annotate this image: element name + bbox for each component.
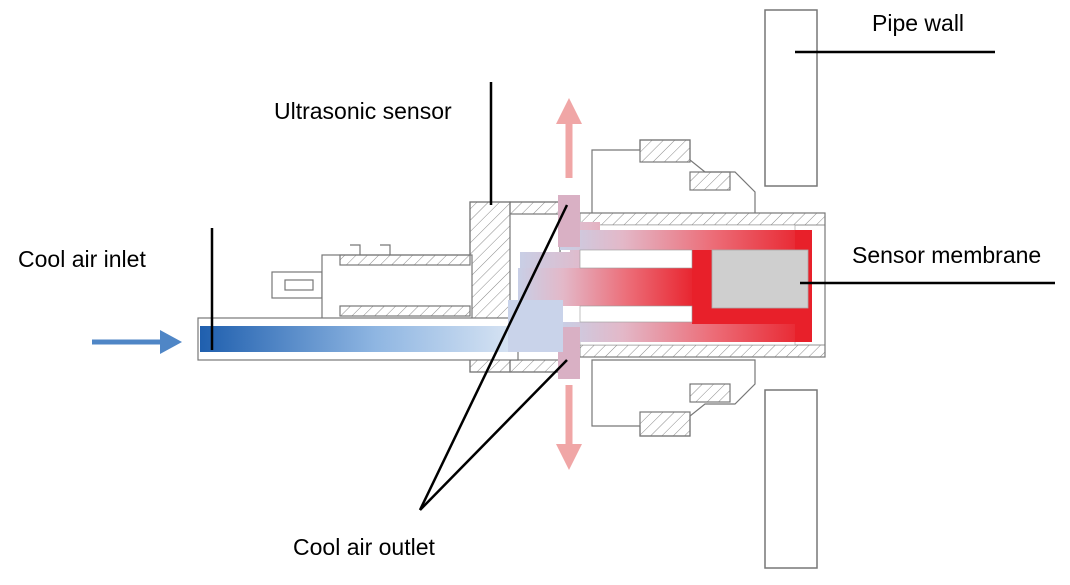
inlet-arrow [92,330,182,354]
pipe-wall-upper [765,10,817,186]
sensor-membrane-label: Sensor membrane [852,244,1041,267]
pipe-wall-lower [765,390,817,568]
heated-air-lower-return [560,322,810,342]
outlet-arrow-up [556,98,582,178]
inlet-air-channel [200,326,520,352]
sensor-body-shell-bottom [580,345,825,357]
heated-air-upper-return [560,230,810,250]
mounting-housing-upper [592,140,755,214]
outlet-arrow-down [556,385,582,470]
outlet-up-stub [558,195,580,247]
connector-housing [272,245,472,319]
mounting-housing-lower [592,360,755,436]
heated-air-dividers [580,250,692,268]
cool-air-outlet-label: Cool air outlet [293,536,435,559]
sensor-membrane [712,250,808,308]
sensor-body-shell-top [580,213,825,225]
heated-air-dividers-lower [580,306,692,322]
cool-air-inlet-label: Cool air inlet [18,248,146,271]
pipe-wall-label: Pipe wall [872,12,964,35]
cool-air-outlet-leader-lower [420,360,567,510]
ultrasonic-sensor-label: Ultrasonic sensor [274,100,452,123]
